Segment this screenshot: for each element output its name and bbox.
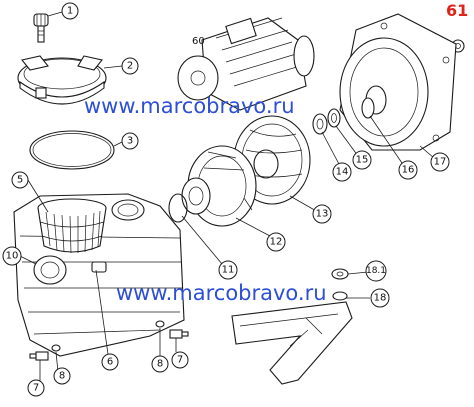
svg-text:5: 5 xyxy=(17,175,23,186)
callout-18: 18 xyxy=(370,288,390,308)
svg-text:7: 7 xyxy=(177,355,183,366)
svg-text:6: 6 xyxy=(107,357,113,368)
callout-3: 3 xyxy=(121,132,139,150)
callout-12: 12 xyxy=(266,232,286,252)
callout-5: 5 xyxy=(11,171,29,189)
part-drain-plug-right xyxy=(155,320,189,339)
part-lid xyxy=(17,55,107,105)
svg-text:14: 14 xyxy=(336,167,349,178)
callout-8-left: 8 xyxy=(53,367,71,385)
callout-14: 14 xyxy=(332,162,352,182)
callout-16: 16 xyxy=(398,160,418,180)
svg-text:3: 3 xyxy=(127,136,133,147)
part-motor xyxy=(177,17,315,111)
callout-7-right: 7 xyxy=(171,351,189,369)
svg-text:13: 13 xyxy=(316,209,329,220)
part-diffuser xyxy=(181,145,257,227)
svg-text:7: 7 xyxy=(33,383,39,394)
svg-text:18: 18 xyxy=(374,293,387,304)
part-washer-18-1 xyxy=(331,268,349,280)
part-knob xyxy=(33,13,49,43)
callout-7-left: 7 xyxy=(27,379,45,397)
part-motor-bracket xyxy=(339,13,457,151)
svg-text:11: 11 xyxy=(222,265,235,276)
watermark-bottom: www.marcobravo.ru xyxy=(116,281,327,305)
svg-text:8: 8 xyxy=(59,371,65,382)
callout-10: 10 xyxy=(2,246,22,266)
label-motor-60: 60 xyxy=(192,36,205,47)
callout-1: 1 xyxy=(61,2,79,20)
part-support-foot xyxy=(231,291,353,385)
part-adaptor-ring xyxy=(361,97,375,119)
svg-text:18.1: 18.1 xyxy=(366,266,386,276)
callout-17: 17 xyxy=(430,152,450,172)
leader-lines xyxy=(19,11,435,382)
label-part-61: 61 xyxy=(446,1,468,20)
watermark-top: www.marcobravo.ru xyxy=(84,94,295,118)
callout-2: 2 xyxy=(121,57,139,75)
callout-13: 13 xyxy=(312,204,332,224)
svg-text:15: 15 xyxy=(356,155,369,166)
svg-text:2: 2 xyxy=(127,61,133,72)
svg-text:8: 8 xyxy=(157,359,163,370)
svg-text:1: 1 xyxy=(67,6,73,17)
part-basket xyxy=(37,198,107,254)
svg-text:17: 17 xyxy=(434,157,447,168)
callout-15: 15 xyxy=(352,150,372,170)
callout-6: 6 xyxy=(101,353,119,371)
callout-8-right: 8 xyxy=(151,355,169,373)
callout-11: 11 xyxy=(218,260,238,280)
part-o-ring xyxy=(29,130,115,170)
part-drain-plug-left xyxy=(29,344,61,361)
svg-text:10: 10 xyxy=(6,251,19,262)
part-seal-15 xyxy=(327,108,341,128)
svg-text:16: 16 xyxy=(402,165,415,176)
part-diffuser-o-ring xyxy=(168,193,188,223)
svg-text:12: 12 xyxy=(270,237,283,248)
callout-18-1: 18.1 xyxy=(365,260,387,282)
part-seal-14 xyxy=(312,113,328,135)
